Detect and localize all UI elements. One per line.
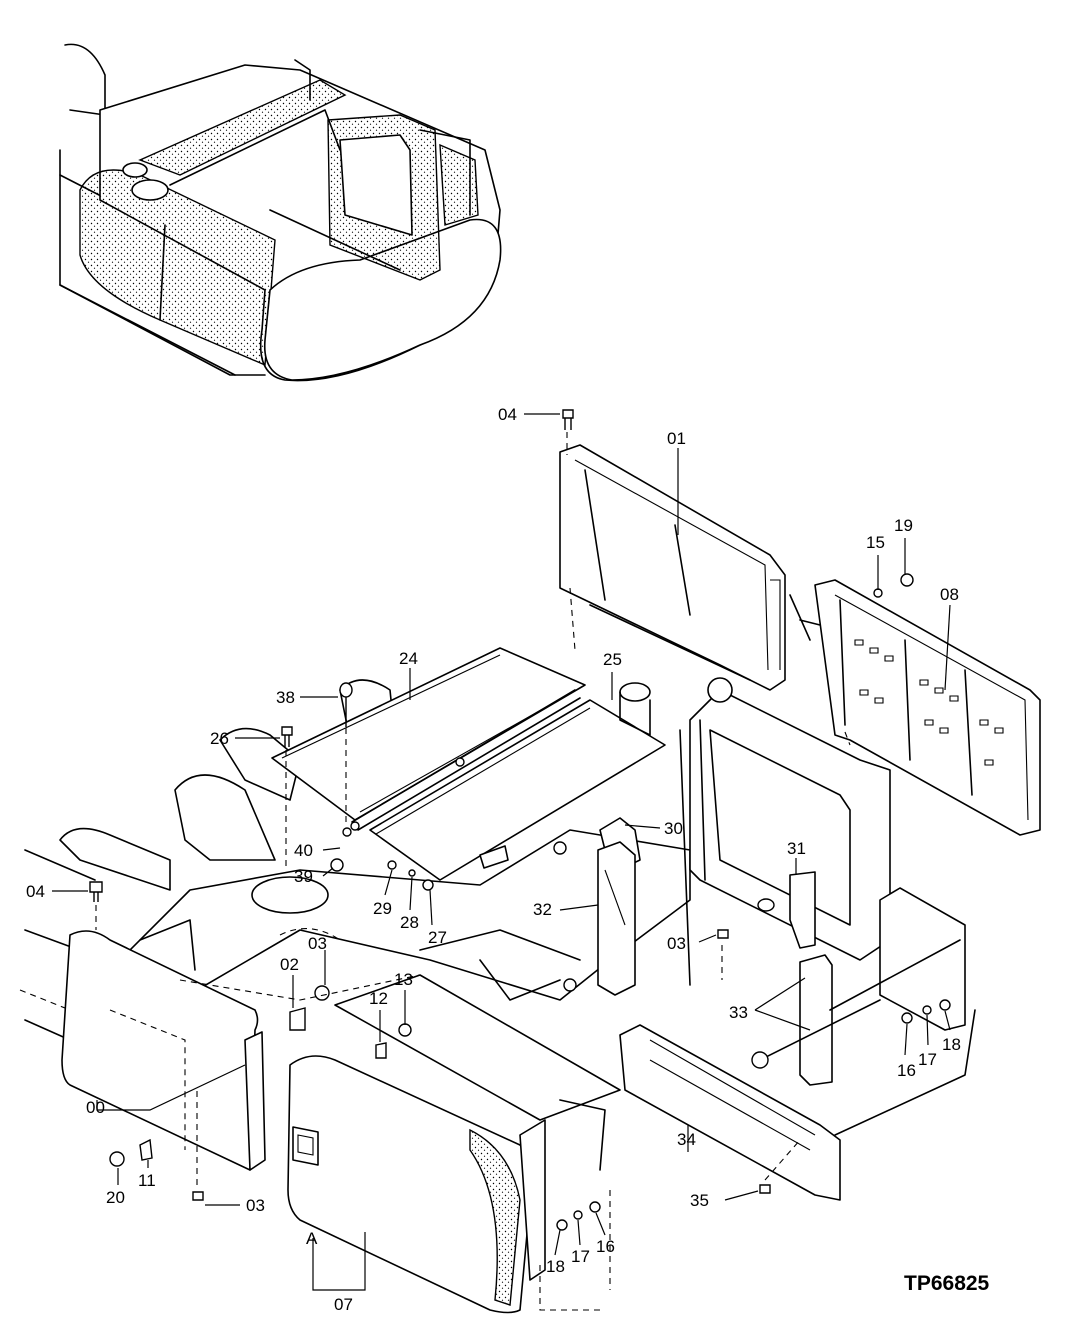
callout-17-right: 17 bbox=[918, 1050, 937, 1069]
callout-39: 39 bbox=[294, 867, 313, 886]
part-34-beam bbox=[619, 1024, 841, 1201]
part-32-rail bbox=[597, 841, 636, 996]
callout-12: 12 bbox=[369, 989, 388, 1008]
callout-07: 07 bbox=[334, 1295, 353, 1314]
callout-25: 25 bbox=[603, 650, 622, 669]
callout-00: 00 bbox=[86, 1098, 105, 1117]
callout-34: 34 bbox=[677, 1130, 696, 1149]
callout-13: 13 bbox=[394, 970, 413, 989]
panel-08-perforations bbox=[854, 639, 1004, 766]
callout-labels: 04 01 19 15 08 24 25 38 26 30 40 39 29 2… bbox=[26, 405, 990, 1314]
part-07-right-door bbox=[287, 1055, 534, 1314]
leader-lines bbox=[52, 413, 951, 1291]
callout-04-top: 04 bbox=[498, 405, 517, 424]
assembly-dashed-lines bbox=[95, 432, 801, 1311]
callout-11: 11 bbox=[138, 1171, 156, 1190]
callout-16-right: 16 bbox=[897, 1061, 916, 1080]
part-33-side-frame bbox=[799, 954, 833, 1086]
callout-31: 31 bbox=[787, 839, 806, 858]
callout-18-right: 18 bbox=[942, 1035, 961, 1054]
figure-id: TP66825 bbox=[904, 1272, 990, 1295]
callout-28: 28 bbox=[400, 913, 419, 932]
callout-19: 19 bbox=[894, 516, 913, 535]
callout-16-bottom: 16 bbox=[596, 1237, 615, 1256]
door-handle bbox=[292, 1126, 319, 1166]
callout-04-left: 04 bbox=[26, 882, 45, 901]
callout-A: A bbox=[306, 1229, 318, 1248]
callout-38: 38 bbox=[276, 688, 295, 707]
part-01-upper-panel bbox=[559, 444, 786, 691]
part-24-hood-panel bbox=[271, 647, 586, 821]
callout-33: 33 bbox=[729, 1003, 748, 1022]
callout-01: 01 bbox=[667, 429, 686, 448]
callout-08: 08 bbox=[940, 585, 959, 604]
hardware-bolts bbox=[89, 409, 951, 1231]
callout-40: 40 bbox=[294, 841, 313, 860]
callout-03-right: 03 bbox=[667, 934, 686, 953]
callout-02: 02 bbox=[280, 955, 299, 974]
callout-30: 30 bbox=[664, 819, 683, 838]
callout-27: 27 bbox=[428, 928, 447, 947]
part-31-bracket bbox=[789, 871, 816, 949]
callout-24: 24 bbox=[399, 649, 418, 668]
part-25-hood-cover bbox=[369, 699, 666, 881]
callout-03-center: 03 bbox=[308, 934, 327, 953]
callout-32: 32 bbox=[533, 900, 552, 919]
part-00-left-door bbox=[61, 930, 259, 1171]
callout-03-bottom: 03 bbox=[246, 1196, 265, 1215]
callout-18-bottom: 18 bbox=[546, 1257, 565, 1276]
overview-inset bbox=[59, 43, 502, 382]
callout-35: 35 bbox=[690, 1191, 709, 1210]
callout-15: 15 bbox=[866, 533, 885, 552]
callout-17-bottom: 17 bbox=[571, 1247, 590, 1266]
callout-20: 20 bbox=[106, 1188, 125, 1207]
callout-26: 26 bbox=[210, 729, 229, 748]
exploded-view bbox=[19, 409, 1041, 1314]
part-08-right-panel bbox=[814, 579, 1041, 836]
callout-29: 29 bbox=[373, 899, 392, 918]
